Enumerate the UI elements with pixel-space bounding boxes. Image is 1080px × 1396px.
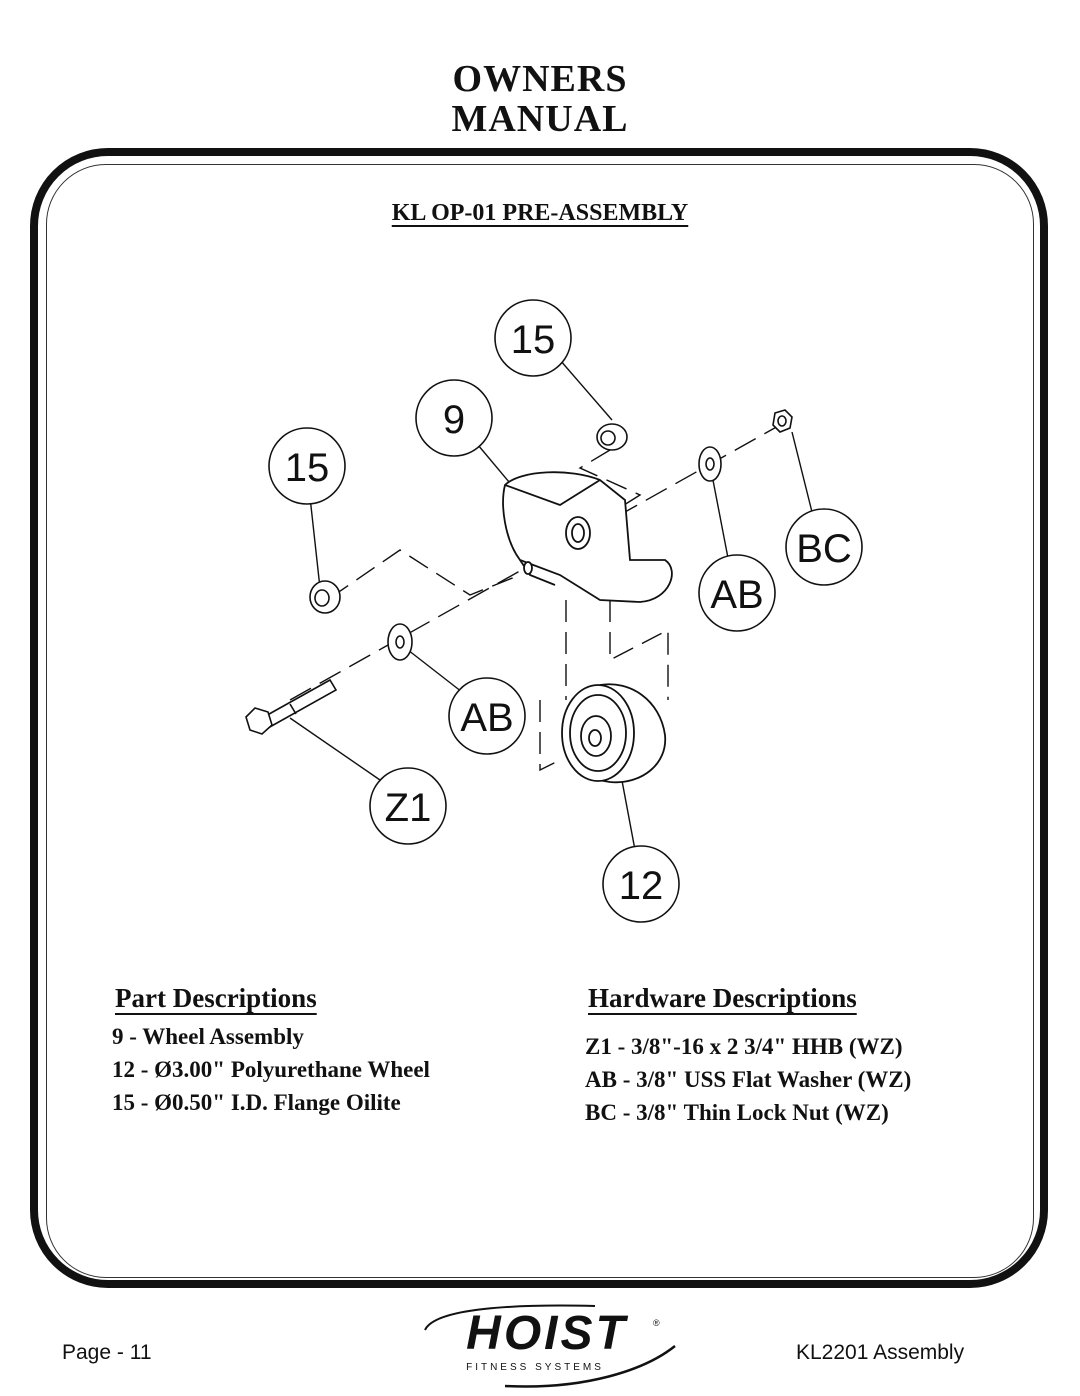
page-frame-outer — [30, 148, 1048, 1288]
callout-ab-left-label: AB — [460, 696, 513, 740]
hardware-descriptions-list: Z1 - 3/8"-16 x 2 3/4" HHB (WZ) AB - 3/8"… — [585, 1030, 911, 1129]
callout-15-top-label: 15 — [511, 318, 556, 362]
part-item: 12 - Ø3.00" Polyurethane Wheel — [112, 1057, 430, 1082]
polyurethane-wheel — [561, 683, 666, 784]
callout-12-label: 12 — [619, 864, 664, 908]
callout-ab-right-label: AB — [710, 573, 763, 617]
hardware-item: BC - 3/8" Thin Lock Nut (WZ) — [585, 1100, 889, 1125]
hardware-descriptions-heading: Hardware Descriptions — [588, 983, 857, 1014]
flat-washer-right — [698, 446, 722, 482]
logo-swoosh — [424, 1304, 676, 1388]
part-item: 15 - Ø0.50" I.D. Flange Oilite — [112, 1090, 401, 1115]
manual-title-line1: OWNERS — [452, 58, 628, 100]
wheel-assembly-bracket — [502, 471, 673, 603]
hex-head-bolt — [245, 678, 338, 735]
hardware-descriptions-heading-text: Hardware Descriptions — [588, 983, 857, 1013]
callout-9-label: 9 — [443, 398, 465, 442]
leader-z1 — [289, 717, 381, 781]
hardware-item: AB - 3/8" USS Flat Washer (WZ) — [585, 1067, 912, 1092]
part-descriptions-heading-text: Part Descriptions — [115, 983, 317, 1013]
leader-15-left — [309, 496, 321, 589]
flange-bushing-top — [596, 423, 628, 451]
callout-15-left-label: 15 — [285, 446, 330, 490]
section-title-text: KL OP-01 PRE-ASSEMBLY — [391, 200, 689, 226]
flat-washer-left — [387, 623, 413, 661]
logo-wordmark: HOIST — [466, 1307, 628, 1360]
callout-bc: BC — [785, 508, 863, 586]
hoist-logo: HOIST ® FITNESS SYSTEMS — [395, 1300, 695, 1390]
callout-15-top: 15 — [494, 299, 572, 377]
section-title: KL OP-01 PRE-ASSEMBLY — [0, 200, 1080, 227]
callout-12: 12 — [602, 845, 680, 923]
left-bushing-path — [329, 549, 521, 599]
part-item: 9 - Wheel Assembly — [112, 1024, 304, 1049]
wheel-guide-lower — [539, 700, 561, 772]
lock-nut — [772, 409, 793, 433]
callout-9: 9 — [415, 379, 493, 457]
wheel-guide-right — [609, 600, 669, 700]
callout-ab-left: AB — [448, 677, 526, 755]
callout-15-left: 15 — [268, 427, 346, 505]
callout-z1-label: Z1 — [385, 786, 432, 830]
callout-z1: Z1 — [369, 767, 447, 845]
hardware-item: Z1 - 3/8"-16 x 2 3/4" HHB (WZ) — [585, 1034, 903, 1059]
logo-registered-mark: ® — [653, 1318, 660, 1328]
flange-bushing-left — [309, 580, 341, 614]
leader-bc — [791, 431, 813, 513]
leader-15-top — [559, 359, 613, 421]
page-number: Page - 11 — [62, 1341, 152, 1364]
document-name: KL2201 Assembly — [796, 1341, 965, 1364]
callout-ab-right: AB — [698, 554, 776, 632]
part-descriptions-heading: Part Descriptions — [115, 983, 317, 1014]
logo-subtitle: FITNESS SYSTEMS — [466, 1362, 604, 1373]
leader-12 — [619, 769, 636, 851]
manual-title-line2: MANUAL — [451, 98, 629, 140]
leader-ab-right — [711, 474, 729, 559]
leader-ab-left — [407, 649, 463, 693]
top-bushing-path — [578, 449, 642, 521]
part-descriptions-list: 9 - Wheel Assembly 12 - Ø3.00" Polyureth… — [112, 1020, 430, 1119]
callout-bc-label: BC — [796, 527, 852, 571]
page-frame-inner — [46, 164, 1034, 1278]
